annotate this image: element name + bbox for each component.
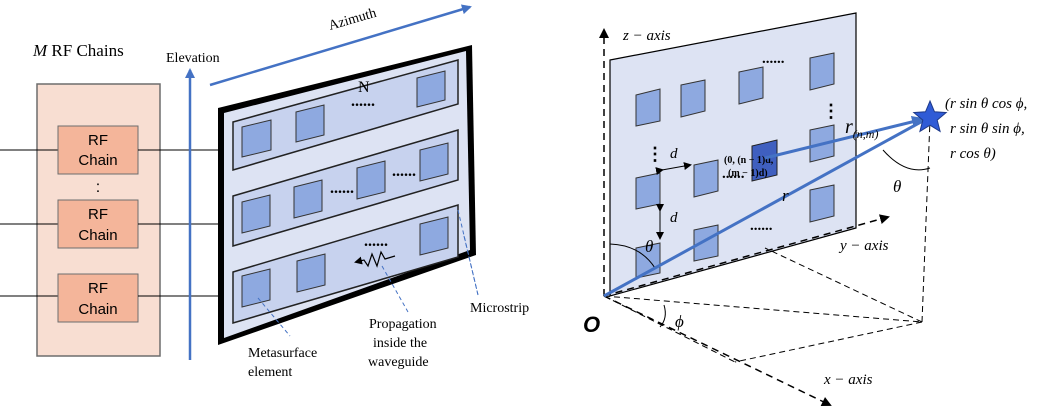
rf-chain-line2: Chain: [78, 152, 117, 169]
metasurface-element: [241, 268, 271, 308]
element-grid: ...... ...... ......: [635, 51, 835, 279]
theta-arc: [609, 243, 656, 269]
projection-vertical: [921, 119, 931, 323]
r-label: r: [782, 186, 789, 205]
metasurface-element: [635, 172, 661, 210]
rf-chain-box-1: RF Chain: [57, 125, 139, 175]
metasurface-element: [738, 66, 764, 105]
phi-label: ϕ: [675, 312, 684, 331]
rf-chain-box-3: RF Chain: [57, 273, 139, 323]
rf-chain-line1: RF: [88, 280, 108, 297]
metasurface-element: [296, 253, 326, 293]
vdots: ⋮: [822, 101, 840, 121]
target-star-icon: [912, 99, 948, 133]
z-axis-label: z − axis: [622, 28, 671, 44]
ellipsis: ......: [364, 233, 388, 250]
element-coord-line2: (m − 1)d): [728, 168, 768, 179]
propagation-leader: [381, 265, 409, 313]
rf-chain-separator: :: [96, 179, 100, 196]
metasurface-element: [809, 52, 835, 91]
metasurface-label-line2: element: [248, 365, 292, 380]
waveguide-3: ......: [232, 203, 459, 325]
metasurface-element: [693, 224, 719, 262]
theta-arc-point: [882, 149, 931, 171]
projection-line: [603, 295, 736, 363]
rf-chain-line1: RF: [88, 132, 108, 149]
phi-arc: [659, 304, 666, 328]
metasurface-element: [635, 88, 661, 127]
rf-chain-line2: Chain: [78, 227, 117, 244]
projection-line: [764, 247, 923, 323]
rf-chain-line2: Chain: [78, 301, 117, 318]
metasurface-element: [416, 70, 446, 108]
r-vector: [603, 115, 931, 298]
vdots: ⋮: [646, 144, 664, 164]
x-axis-label: x − axis: [823, 372, 873, 388]
projection-line: [603, 295, 923, 323]
propagation-arrow: [354, 250, 396, 268]
theta-label: θ: [893, 177, 901, 196]
projection-line: [734, 321, 923, 363]
propagation-label-line1: Propagation: [369, 317, 437, 332]
microstrip-label: Microstrip: [470, 301, 529, 316]
origin-label: O: [583, 312, 600, 337]
ellipsis: ......: [722, 166, 745, 182]
theta-label: θ: [645, 237, 653, 256]
ellipsis: ......: [351, 93, 375, 110]
metasurface-panel-3d: [609, 12, 857, 297]
metasurface-element: [693, 159, 719, 198]
metasurface-element: [241, 194, 271, 234]
y-axis: [603, 214, 890, 297]
point-coord-line1: (r sin θ cos ϕ,: [945, 96, 1027, 112]
metasurface-element: [809, 184, 835, 223]
left-figure: M RF Chains RF Chain : RF Chain RF Chain: [0, 4, 529, 380]
ellipsis: ......: [750, 218, 773, 234]
metasurface-element: [419, 142, 449, 182]
r-nm-label: r(n,m): [845, 116, 878, 141]
metasurface-element: [680, 79, 706, 118]
highlighted-element: [751, 139, 778, 182]
x-axis: [603, 295, 832, 407]
n-label: N: [358, 79, 370, 96]
point-coord-line2: r sin θ sin ϕ,: [950, 121, 1025, 137]
metasurface-element: [356, 160, 386, 200]
metasurface-leader: [257, 297, 291, 337]
propagation-label-line2: inside the: [373, 336, 427, 351]
metasurface-element: [241, 119, 272, 158]
rf-chains-title: M RF Chains: [32, 41, 124, 60]
y-axis-label: y − axis: [838, 238, 889, 254]
metasurface-element: [295, 104, 325, 143]
microstrip-leader: [463, 235, 479, 296]
azimuth-arrow: [209, 4, 472, 87]
waveguide-2: ...... ......: [232, 128, 459, 248]
metasurface-element: [419, 216, 449, 256]
waveguide-1: ...... N: [232, 59, 459, 172]
ellipsis: ......: [330, 180, 354, 197]
right-figure: z − axis ...... ...... ...... ⋮ ⋮ d d: [583, 12, 1027, 407]
point-coord-line3: r cos θ): [950, 146, 996, 162]
propagation-label-line3: waveguide: [368, 355, 429, 370]
metasurface-label-line1: Metasurface: [248, 346, 317, 361]
ellipsis: ......: [392, 163, 416, 180]
azimuth-label: Azimuth: [327, 6, 378, 34]
d-label: d: [670, 146, 678, 162]
d-dimension-horizontal: [655, 162, 692, 175]
rf-chain-box-2: RF Chain: [57, 199, 139, 249]
metasurface-element: [293, 179, 323, 219]
r-nm-vector: [764, 116, 926, 160]
rf-chain-line1: RF: [88, 206, 108, 223]
d-label: d: [670, 210, 678, 226]
element-coord-line1: (0, (n − 1)d,: [724, 155, 774, 166]
ellipsis: ......: [762, 51, 785, 67]
elevation-label: Elevation: [166, 51, 220, 66]
